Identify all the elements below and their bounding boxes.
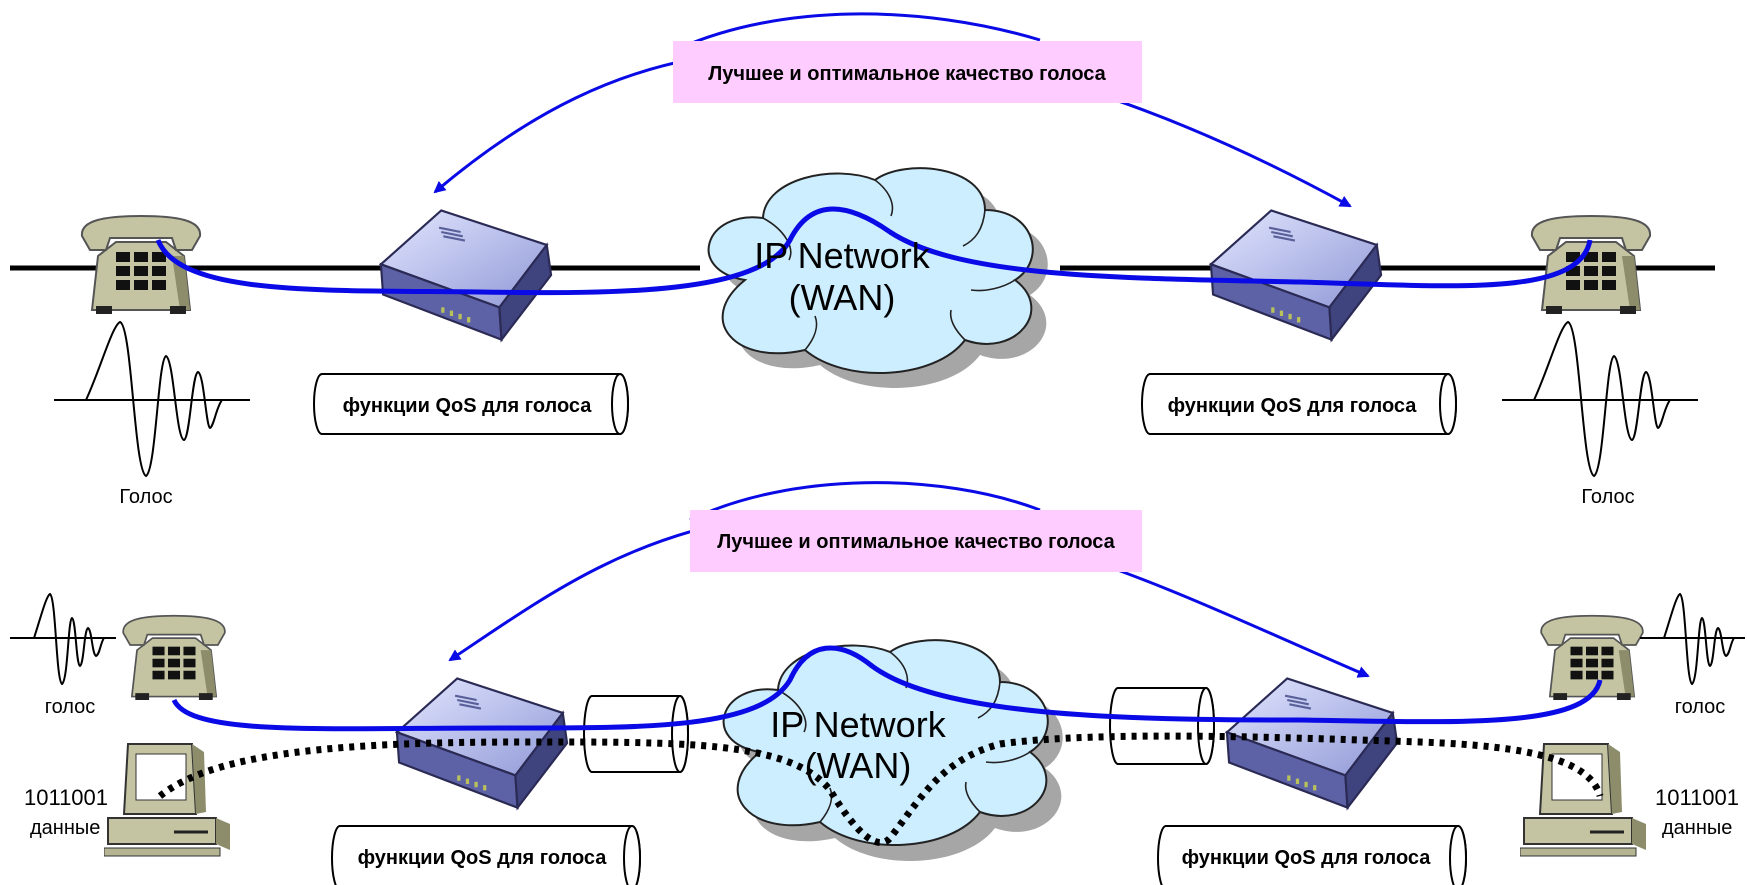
waveform-icon bbox=[10, 592, 116, 686]
telephone-icon bbox=[1530, 215, 1652, 314]
waveform-icon bbox=[54, 320, 250, 478]
bottom-cloud-line2: (WAN) bbox=[805, 745, 912, 786]
top-voice-right: Голос bbox=[1581, 486, 1634, 508]
qos-tube-icon bbox=[1157, 825, 1467, 885]
bottom-data-right: данные bbox=[1662, 817, 1732, 839]
bottom-quality-arc-mid bbox=[689, 481, 1041, 522]
bottom-bits-right: 1011001 bbox=[1655, 785, 1739, 810]
qos-tube-icon bbox=[1109, 687, 1215, 765]
computer-icon bbox=[104, 742, 232, 858]
top-voice-path bbox=[155, 206, 1593, 296]
waveform-icon bbox=[1502, 320, 1698, 478]
bottom-voice-left: голос bbox=[45, 696, 96, 718]
top-qos-right: функции QoS для голоса bbox=[1168, 395, 1418, 417]
router-icon bbox=[1225, 677, 1399, 809]
bottom-qos-left: функции QoS для голоса bbox=[358, 847, 608, 869]
top-cloud-line2: (WAN) bbox=[789, 277, 896, 318]
top-quality-banner: Лучшее и оптимальное качество голоса bbox=[708, 63, 1106, 85]
waveform-icon bbox=[1640, 592, 1745, 686]
top-quality-arc-mid bbox=[679, 12, 1041, 50]
bottom-quality-banner-box bbox=[690, 510, 1142, 572]
bottom-data-left: данные bbox=[30, 817, 100, 839]
bottom-quality-banner: Лучшее и оптимальное качество голоса bbox=[717, 531, 1115, 553]
router-icon bbox=[1209, 209, 1383, 341]
qos-tube-icon bbox=[313, 373, 629, 435]
qos-tube-icon bbox=[1141, 373, 1457, 435]
computer-icon bbox=[1520, 742, 1648, 858]
bottom-qos-right: функции QoS для голоса bbox=[1182, 847, 1432, 869]
top-quality-banner-box bbox=[673, 41, 1142, 103]
top-qos-left: функции QoS для голоса bbox=[343, 395, 593, 417]
qos-tube-icon bbox=[331, 825, 641, 885]
top-voice-left: Голос bbox=[119, 486, 172, 508]
bottom-voice-path bbox=[171, 645, 1603, 732]
qos-tube-icon bbox=[583, 695, 689, 773]
telephone-icon bbox=[122, 614, 226, 700]
top-section: Лучшее и оптимальное качество голоса IP … bbox=[10, 12, 1715, 508]
bottom-voice-right: голос bbox=[1675, 696, 1726, 718]
bottom-section: Лучшее и оптимальное качество голоса IP … bbox=[10, 481, 1745, 885]
bottom-cloud-line1: IP Network bbox=[770, 704, 946, 745]
top-cloud-line1: IP Network bbox=[754, 235, 930, 276]
telephone-icon bbox=[1540, 614, 1644, 700]
bottom-bits-left: 1011001 bbox=[24, 785, 108, 810]
router-icon bbox=[379, 209, 553, 341]
